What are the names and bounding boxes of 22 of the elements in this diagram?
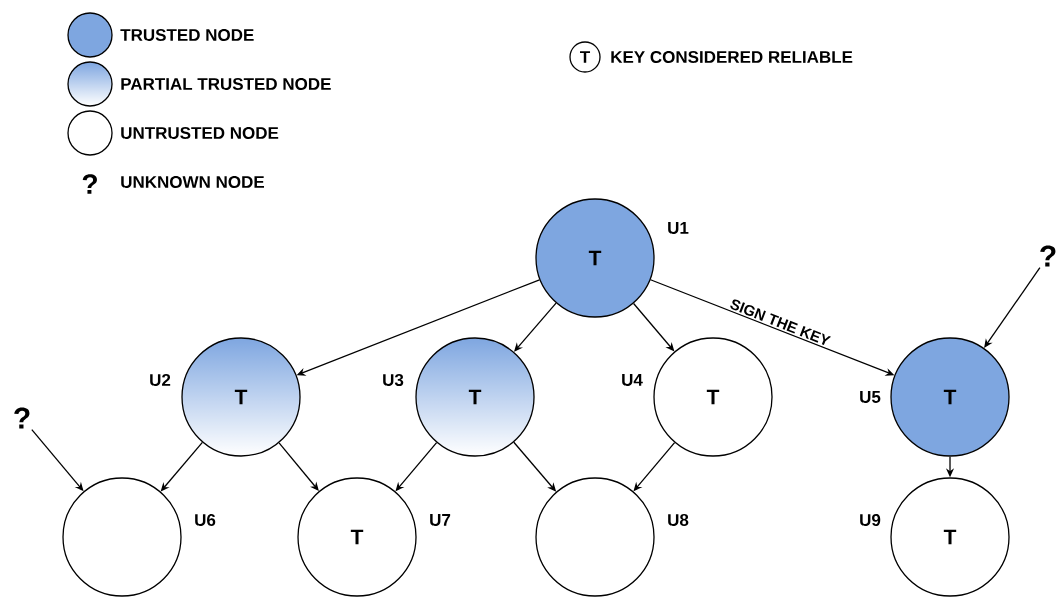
node-label: U2 bbox=[150, 373, 171, 386]
node-label: U8 bbox=[668, 513, 689, 526]
legend-label: KEY CONSIDERED RELIABLE bbox=[611, 50, 853, 63]
legend-label: UNTRUSTED NODE bbox=[121, 126, 279, 139]
node-label: U4 bbox=[622, 374, 643, 386]
edge-label: SIGN THE KEY bbox=[727, 296, 833, 348]
node-label: U3 bbox=[383, 373, 404, 386]
legend-label: UNKNOWN NODE bbox=[121, 175, 264, 188]
node-circle bbox=[62, 477, 182, 597]
question-mark: ? bbox=[14, 407, 30, 429]
question-mark: ? bbox=[82, 174, 97, 194]
arrow bbox=[984, 267, 1041, 348]
legend-label: TRUSTED NODE bbox=[120, 28, 254, 41]
legend-label: PARTIAL TRUSTED NODE bbox=[121, 77, 331, 90]
node-label: U6 bbox=[195, 513, 216, 526]
node-circle bbox=[535, 477, 655, 597]
node-label: U1 bbox=[668, 222, 689, 234]
node-label: U5 bbox=[860, 391, 881, 403]
node-label: U7 bbox=[430, 514, 451, 526]
arrow bbox=[514, 302, 557, 352]
question-mark: ? bbox=[1040, 245, 1056, 267]
node-label: U9 bbox=[860, 513, 881, 526]
